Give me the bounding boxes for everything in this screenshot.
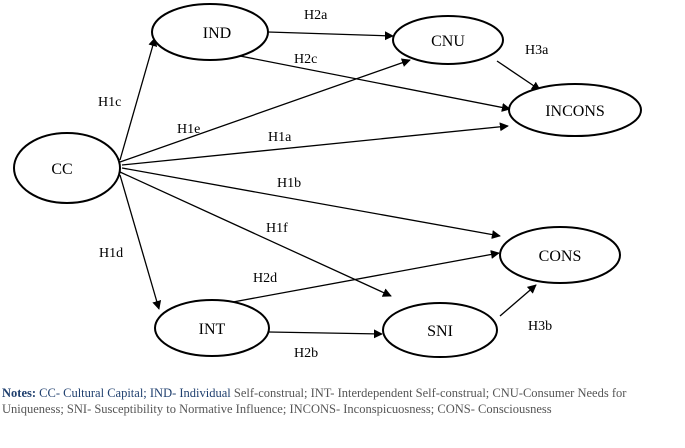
edge-label-h1f: H1f xyxy=(266,221,288,236)
node-cc xyxy=(13,132,121,204)
node-label-cnu: CNU xyxy=(431,33,465,50)
node-label-sni: SNI xyxy=(427,323,453,340)
node-label-ind: IND xyxy=(203,25,231,42)
edge-h1a xyxy=(121,122,509,166)
nodes: IND CNU INCONS CC CONS INT SNI xyxy=(13,3,642,358)
edge-label-h2c: H2c xyxy=(294,52,317,67)
edge-labels: H1c H1e H1a H1b H1f H1d H2a H2c H3a H2d … xyxy=(98,8,552,361)
edge-label-h1b: H1b xyxy=(277,176,301,191)
edges xyxy=(119,31,541,339)
edge-h1d xyxy=(119,174,162,310)
edge-label-h1d: H1d xyxy=(99,246,123,261)
node-label-incons: INCONS xyxy=(545,103,605,120)
node-int xyxy=(154,299,270,357)
edge-h1f xyxy=(119,171,392,297)
figure-notes: Notes: CC- Cultural Capital; IND- Indivi… xyxy=(2,385,682,417)
node-label-int: INT xyxy=(199,321,226,338)
edge-label-h3a: H3a xyxy=(525,43,549,58)
edge-h2b xyxy=(268,329,383,339)
edge-h1e xyxy=(119,58,411,163)
edge-label-h1a: H1a xyxy=(268,130,292,145)
edge-h3a xyxy=(496,60,541,91)
path-diagram: IND CNU INCONS CC CONS INT SNI H1c H1e H… xyxy=(13,3,642,361)
node-cnu xyxy=(392,15,504,65)
node-sni xyxy=(382,302,498,358)
edge-h3b xyxy=(499,284,537,317)
edge-label-h2d: H2d xyxy=(253,271,277,286)
node-ind xyxy=(151,3,269,61)
edge-h2c xyxy=(239,55,511,112)
notes-body: Self-construal; INT- Interdependent Self… xyxy=(2,386,627,416)
edge-label-h1e: H1e xyxy=(177,122,200,137)
node-incons xyxy=(508,83,642,137)
edge-h2a xyxy=(267,31,394,41)
edge-h2d xyxy=(232,250,500,303)
edge-label-h1c: H1c xyxy=(98,95,121,110)
node-label-cc: CC xyxy=(51,161,72,178)
edge-h1b xyxy=(121,167,501,239)
edge-label-h2b: H2b xyxy=(294,346,318,361)
notes-heading: Notes: xyxy=(2,386,37,400)
edge-label-h2a: H2a xyxy=(304,8,328,23)
node-cons xyxy=(499,226,621,284)
notes-lead: CC- Cultural Capital; IND- Individual xyxy=(39,386,231,400)
edge-label-h3b: H3b xyxy=(528,319,552,334)
edge-h1c xyxy=(119,37,158,161)
node-label-cons: CONS xyxy=(539,248,582,265)
